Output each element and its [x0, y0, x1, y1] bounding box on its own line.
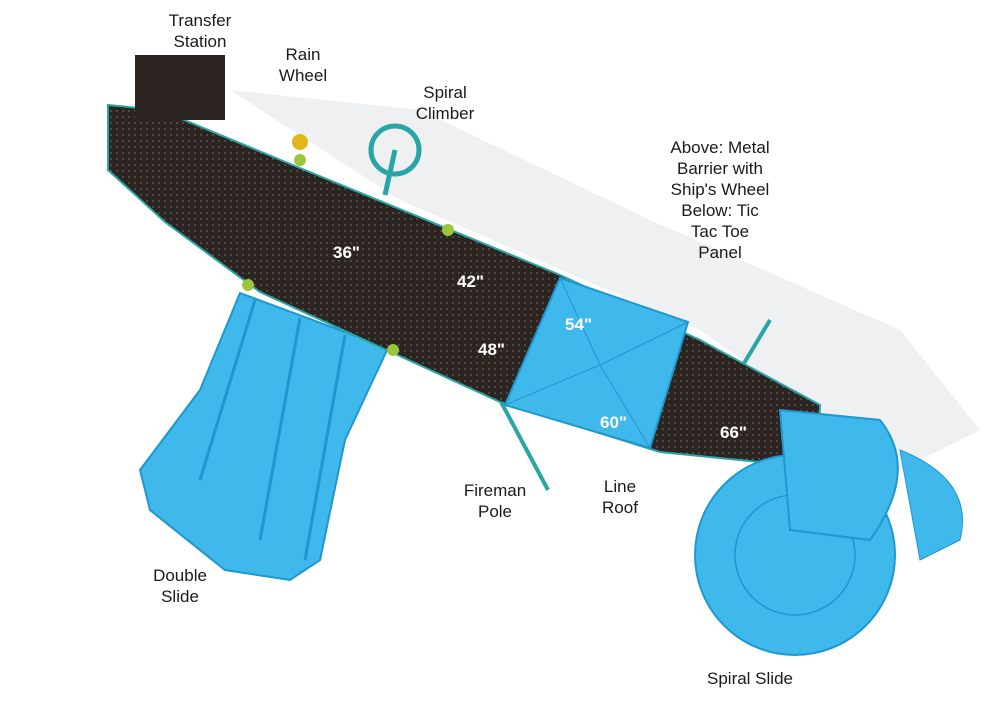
double-slide [138, 291, 390, 582]
roof-ridges [504, 277, 689, 449]
fireman-pole [498, 399, 550, 491]
shadow [230, 90, 980, 470]
deck-height-42: 42" [457, 272, 484, 291]
deck-height-36: 36" [333, 243, 360, 262]
label-metal-barrier: Above: Metal Barrier with Ship's Wheel B… [670, 138, 770, 262]
climber-post [382, 149, 398, 196]
label-transfer-station: Transfer Station [168, 11, 232, 51]
deck-height-54: 54" [565, 315, 592, 334]
label-double-slide: Double Slide [153, 566, 207, 606]
deck-height-48: 48" [478, 340, 505, 359]
label-fireman-pole: Fireman Pole [463, 481, 527, 521]
spiral-exit [899, 449, 963, 561]
deck-height-60: 60" [600, 413, 627, 432]
label-spiral-slide: Spiral Slide [707, 669, 793, 688]
label-line-roof: Line Roof [602, 477, 638, 517]
rain-wheel [292, 134, 308, 150]
barrier-post [738, 318, 772, 372]
transfer-station [135, 55, 225, 120]
slide-lanes [198, 299, 347, 561]
spiral-climber [368, 123, 422, 177]
label-rain-wheel: Rain Wheel [278, 45, 328, 85]
spiral-entry [778, 408, 899, 542]
label-spiral-climber: Spiral Climber [415, 83, 475, 123]
deck-height-66: 66" [720, 423, 747, 442]
clamps [242, 154, 454, 356]
